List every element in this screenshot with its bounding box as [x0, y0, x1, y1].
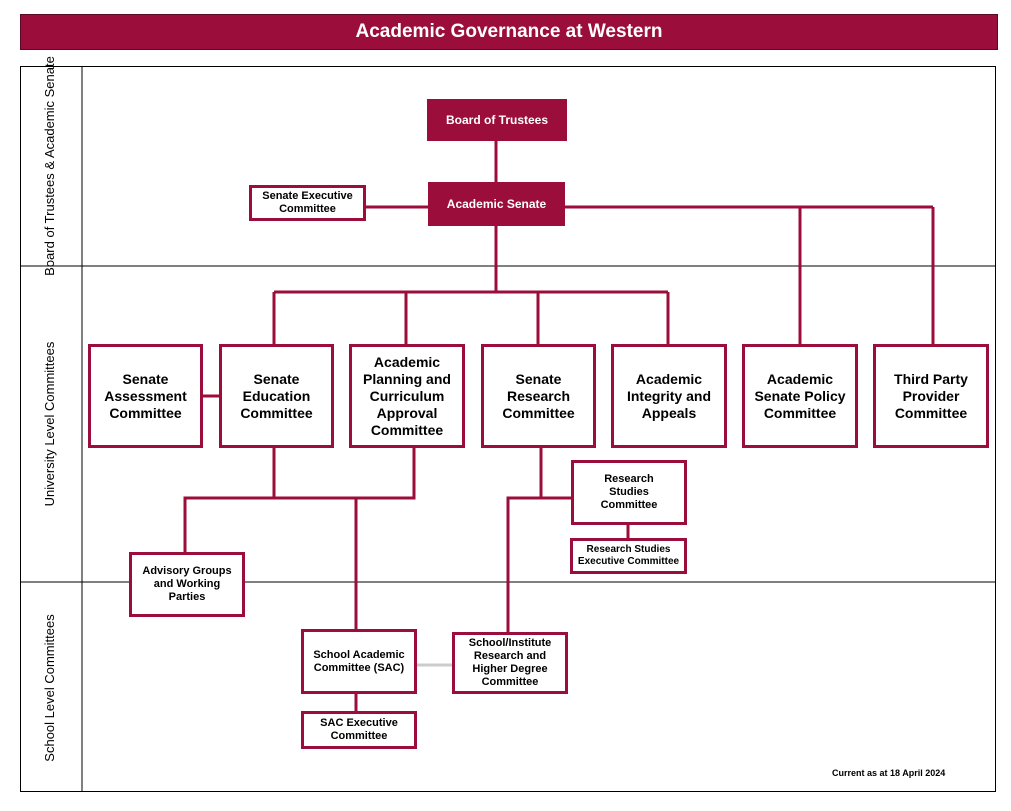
node-senate-education-committee[interactable]: Senate Education Committee [219, 344, 334, 448]
node-label: Research Studies Committee [600, 473, 658, 511]
node-label: Board of Trustees [445, 112, 549, 127]
node-academic-senate[interactable]: Academic Senate [428, 182, 565, 226]
node-label: SAC Executive Committee [320, 717, 398, 742]
connector-advisory [183, 496, 356, 553]
node-school-institute-research[interactable]: School/Institute Research and Higher Deg… [452, 632, 568, 694]
node-label: Senate Executive Committee [262, 190, 353, 215]
band-label-top: Board of Trustees & Academic Senate [42, 56, 57, 276]
node-apcac[interactable]: Academic Planning and Curriculum Approva… [349, 344, 465, 448]
diagram-title: Academic Governance at Western [20, 14, 998, 50]
connector-research-studies [539, 448, 572, 500]
connector-school-research [506, 496, 541, 633]
node-label: School Academic Committee (SAC) [313, 648, 405, 674]
node-board-of-trustees[interactable]: Board of Trustees [427, 99, 567, 141]
node-label: Academic Integrity and Appeals [626, 370, 711, 421]
node-label: Senate Education Committee [240, 370, 313, 421]
node-advisory-groups[interactable]: Advisory Groups and Working Parties [129, 552, 245, 617]
node-label: School/Institute Research and Higher Deg… [468, 637, 552, 688]
node-label: Academic Senate [446, 196, 547, 211]
diagram-frame [20, 66, 996, 792]
node-academic-integrity-appeals[interactable]: Academic Integrity and Appeals [611, 344, 727, 448]
node-label: Advisory Groups and Working Parties [142, 565, 232, 603]
connector-education-apcac [272, 448, 416, 500]
band-label-university: University Level Committees [42, 341, 57, 507]
node-academic-senate-policy[interactable]: Academic Senate Policy Committee [742, 344, 858, 448]
node-label: Third Party Provider Committee [894, 370, 968, 421]
node-label: Academic Planning and Curriculum Approva… [363, 353, 451, 438]
currency-note: Current as at 18 April 2024 [832, 768, 946, 778]
node-senate-research-committee[interactable]: Senate Research Committee [481, 344, 596, 448]
node-sac-executive[interactable]: SAC Executive Committee [301, 711, 417, 749]
node-senate-executive-committee[interactable]: Senate Executive Committee [249, 185, 366, 221]
node-label: Senate Research Committee [502, 370, 575, 421]
node-label: Senate Assessment Committee [104, 370, 187, 421]
band-label-school: School Level Committees [42, 614, 57, 762]
node-senate-assessment-committee[interactable]: Senate Assessment Committee [88, 344, 203, 448]
node-third-party-provider[interactable]: Third Party Provider Committee [873, 344, 989, 448]
node-research-studies-exec[interactable]: Research Studies Executive Committee [570, 538, 687, 574]
node-school-academic-committee[interactable]: School Academic Committee (SAC) [301, 629, 417, 694]
node-label: Academic Senate Policy Committee [754, 370, 846, 421]
node-research-studies-committee[interactable]: Research Studies Committee [571, 460, 687, 525]
node-label: Research Studies Executive Committee [577, 544, 680, 567]
